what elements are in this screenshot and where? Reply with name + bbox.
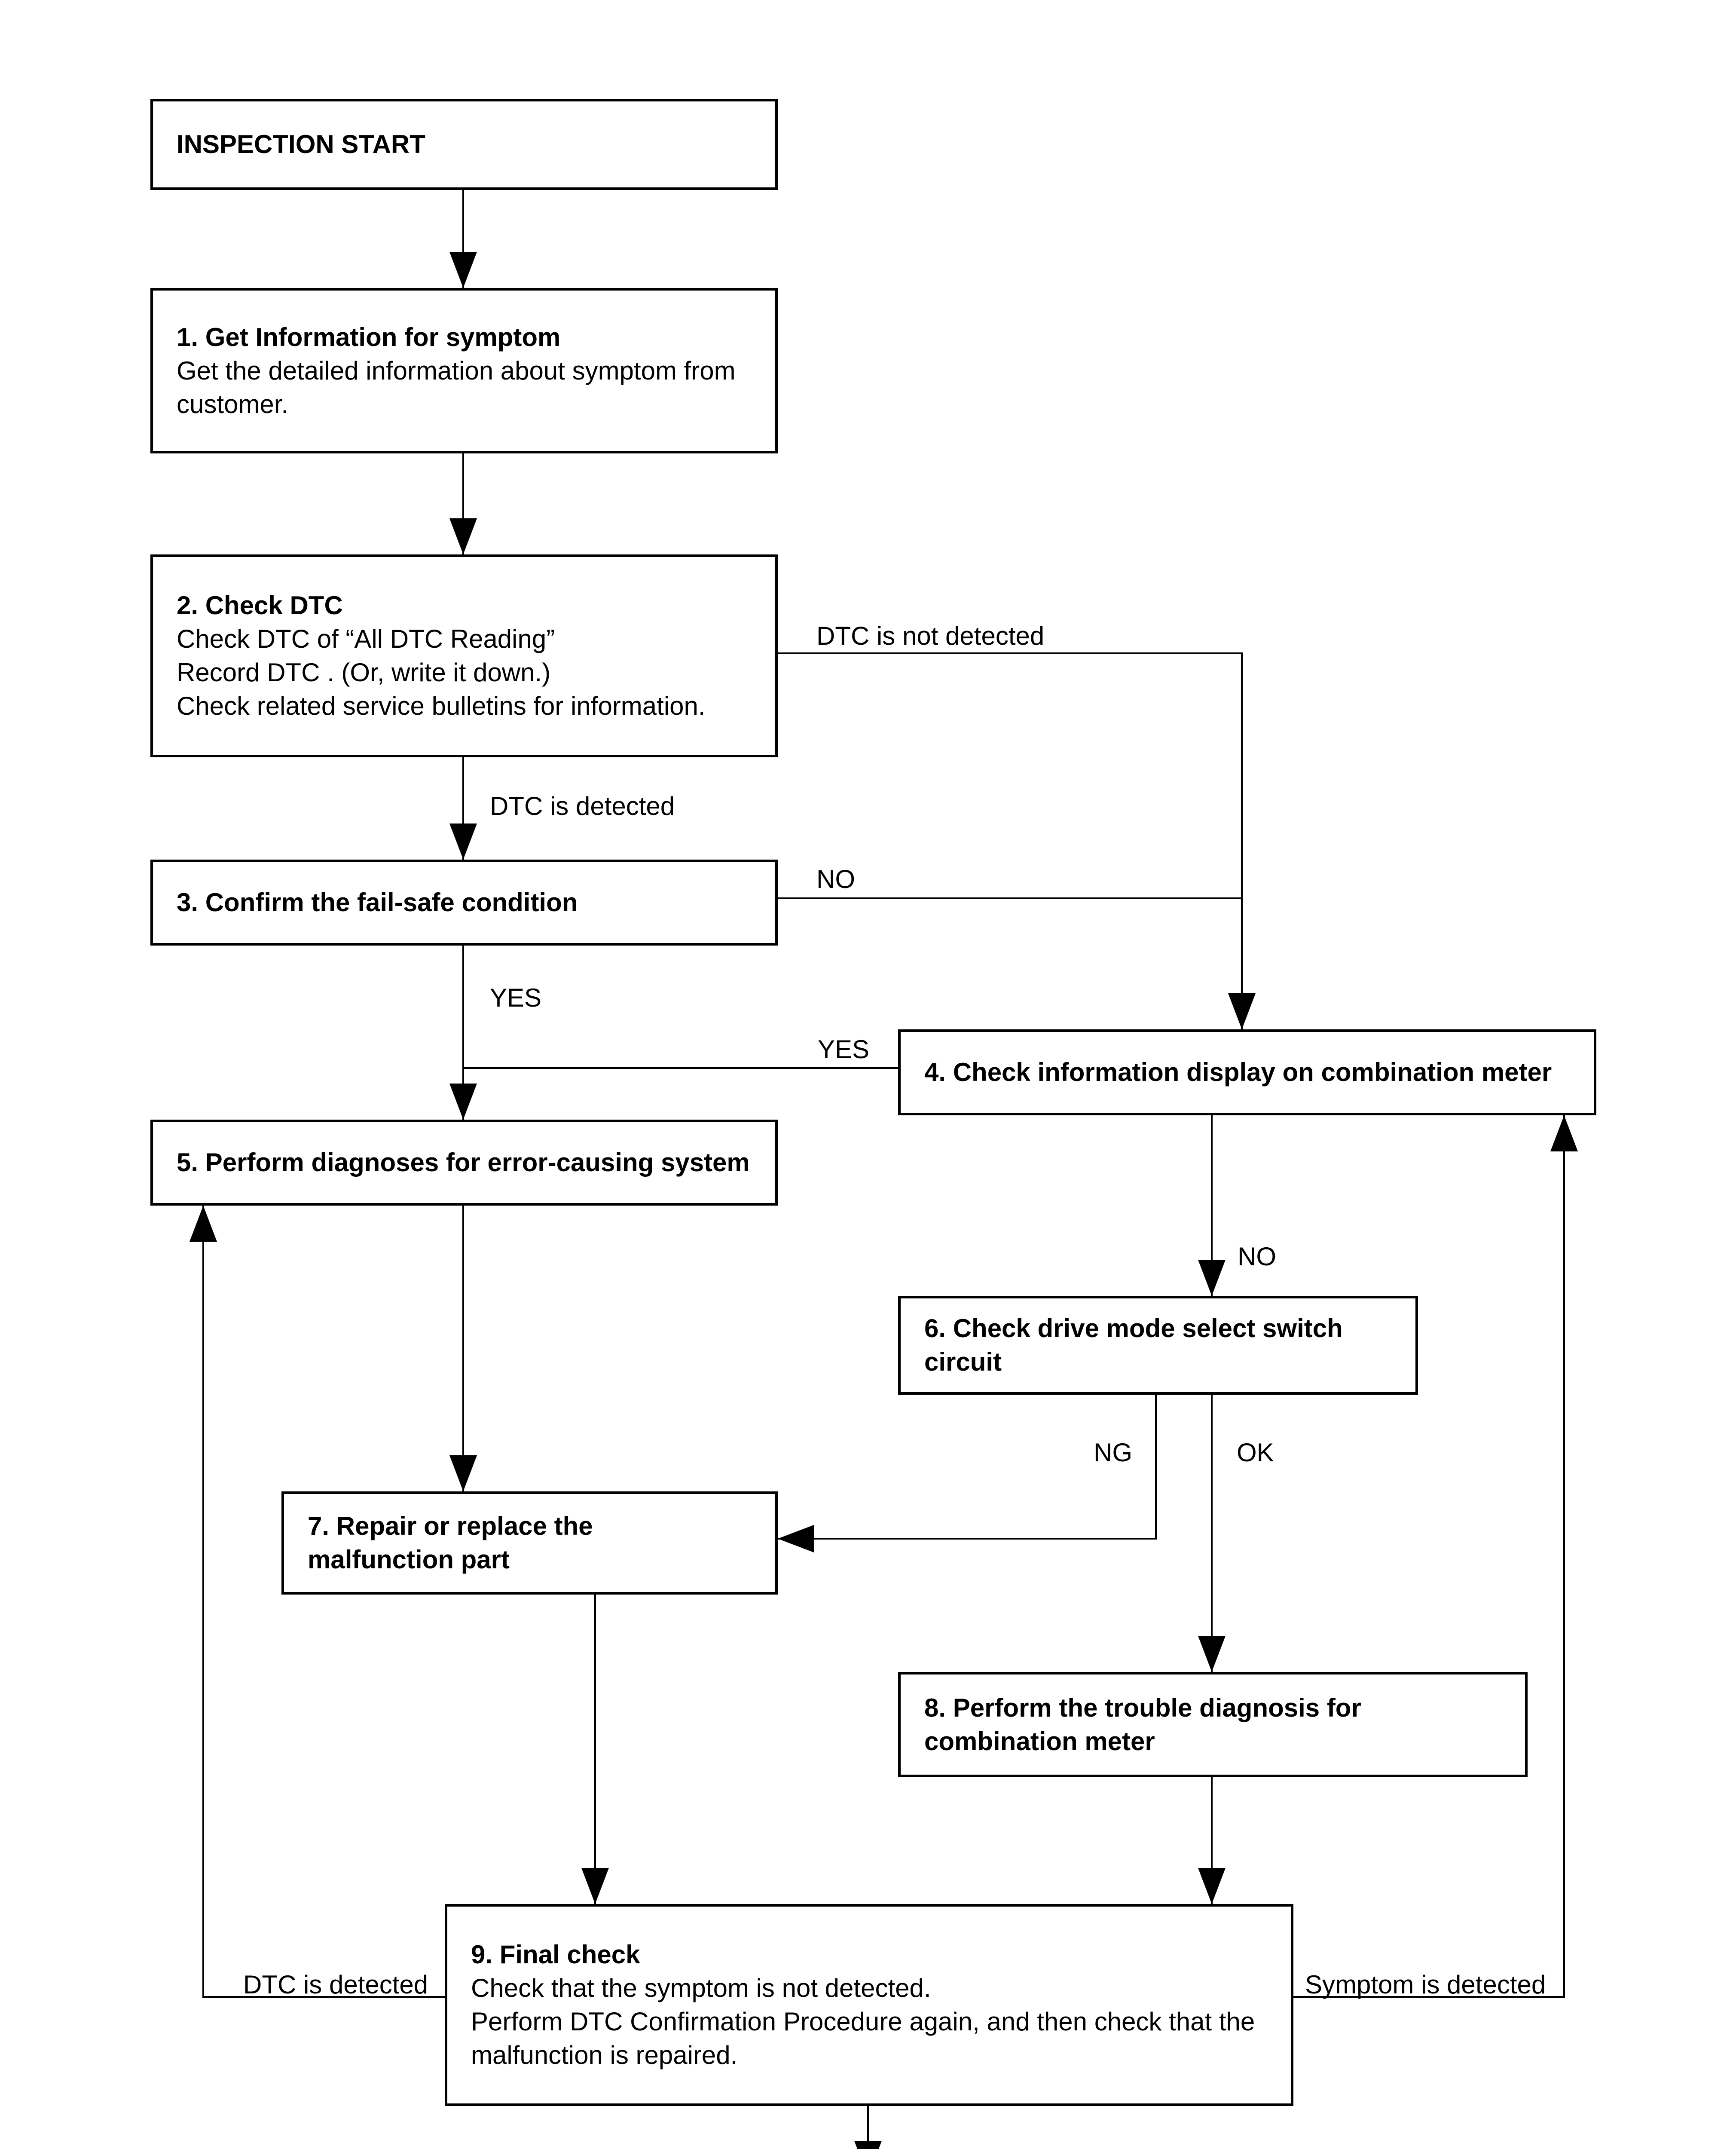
node-step6-title-line2: circuit <box>924 1347 1002 1376</box>
connector-symptom-detected-return-h <box>1293 1996 1565 1998</box>
node-step7: 7. Repair or replace the malfunction par… <box>281 1491 778 1595</box>
edge-label-dtc-not-detected: DTC is not detected <box>816 621 1045 650</box>
node-step1-body-line2: customer. <box>177 389 289 419</box>
connector-step7-to-step9 <box>594 1595 596 1905</box>
node-step9-title: 9. Final check <box>471 1940 640 1969</box>
connector-step3-to-step5 <box>462 946 464 1120</box>
node-step8-title-line1: 8. Perform the trouble diagnosis for <box>924 1693 1361 1722</box>
connector-step9-to-end <box>867 2106 869 2149</box>
node-inspection-start-label: INSPECTION START <box>177 130 425 159</box>
node-step4-title: 4. Check information display on combinat… <box>924 1058 1552 1087</box>
node-step1: 1. Get Information for symptom Get the d… <box>150 288 778 453</box>
node-step9: 9. Final check Check that the symptom is… <box>445 1904 1293 2106</box>
arrow-down-into-step6-icon <box>1198 1260 1226 1296</box>
edge-label-ng: NG <box>1094 1438 1132 1467</box>
node-step8-title-line2: combination meter <box>924 1727 1155 1756</box>
connector-start-to-step1 <box>462 190 464 289</box>
edge-label-yes-failsafe: YES <box>490 983 542 1012</box>
arrow-down-into-step4-icon <box>1228 993 1256 1029</box>
node-step4: 4. Check information display on combinat… <box>898 1029 1596 1115</box>
node-step9-body-line2: Perform DTC Confirmation Procedure again… <box>471 2007 1255 2036</box>
node-step5-title: 5. Perform diagnoses for error-causing s… <box>177 1148 750 1177</box>
connector-symptom-detected-return-v <box>1563 1115 1565 1998</box>
node-step1-body-line1: Get the detailed information about sympt… <box>177 356 736 385</box>
connector-step6-ng-v <box>1155 1395 1157 1540</box>
connector-step6-ok-to-step8 <box>1211 1395 1213 1673</box>
node-step7-title-line2: malfunction part <box>308 1545 510 1574</box>
arrow-up-into-step5-icon <box>189 1206 217 1242</box>
arrow-down-into-step8-icon <box>1198 1636 1226 1672</box>
node-inspection-start: INSPECTION START <box>150 99 778 190</box>
connector-dtc-detected-return-h <box>202 1996 445 1998</box>
arrow-left-into-step7-icon <box>778 1525 814 1552</box>
node-step8: 8. Perform the trouble diagnosis for com… <box>898 1672 1528 1777</box>
node-step6: 6. Check drive mode select switch circui… <box>898 1296 1418 1395</box>
connector-step5-to-step7 <box>462 1206 464 1492</box>
node-step3: 3. Confirm the fail-safe condition <box>150 860 778 946</box>
arrow-down-into-step2-icon <box>449 518 477 554</box>
node-step2-body-line1: Check DTC of “All DTC Reading” <box>177 624 555 653</box>
edge-label-symptom-detected: Symptom is detected <box>1305 1970 1546 1999</box>
node-step3-title: 3. Confirm the fail-safe condition <box>177 888 578 917</box>
connector-step2-to-step3 <box>462 757 464 860</box>
connector-dtc-detected-return-v <box>202 1206 204 1998</box>
arrow-down-into-step9-left-icon <box>581 1868 609 1904</box>
connector-dtc-not-detected-to-step4 <box>1241 652 1243 1030</box>
connector-step8-to-step9 <box>1211 1777 1213 1905</box>
node-step2-title: 2. Check DTC <box>177 591 343 620</box>
connector-step3-no-h <box>778 897 1242 899</box>
node-step2-body-line3: Check related service bulletins for info… <box>177 692 706 720</box>
node-step1-title: 1. Get Information for symptom <box>177 322 561 352</box>
connector-step4-yes-h <box>462 1067 898 1069</box>
arrow-down-into-step9-right-icon <box>1198 1868 1226 1904</box>
edge-label-ok: OK <box>1237 1438 1274 1467</box>
arrow-down-into-step1-icon <box>449 252 477 288</box>
edge-label-no-display: NO <box>1238 1242 1276 1271</box>
arrow-down-into-step3-icon <box>449 823 477 860</box>
connector-step1-to-step2 <box>462 453 464 555</box>
arrow-up-into-step4-icon <box>1550 1115 1578 1151</box>
arrow-down-into-step7-icon <box>449 1455 477 1491</box>
arrow-down-into-end-icon <box>854 2141 882 2149</box>
connector-step6-ng-to-step7 <box>778 1538 1156 1540</box>
node-step2: 2. Check DTC Check DTC of “All DTC Readi… <box>150 554 778 757</box>
node-step5: 5. Perform diagnoses for error-causing s… <box>150 1120 778 1206</box>
arrow-down-into-step5-icon <box>449 1084 477 1120</box>
node-step9-body-line1: Check that the symptom is not detected. <box>471 1974 931 2002</box>
node-step2-body-line2: Record DTC . (Or, write it down.) <box>177 658 551 687</box>
connector-step4-to-step6 <box>1211 1115 1213 1297</box>
edge-label-dtc-detected: DTC is detected <box>490 792 675 820</box>
connector-step2-dtc-not-detected-h <box>778 652 1243 654</box>
node-step7-title-line1: 7. Repair or replace the <box>308 1512 593 1540</box>
edge-label-yes-display: YES <box>818 1035 870 1064</box>
edge-label-dtc-detected-return: DTC is detected <box>243 1970 428 1999</box>
node-step6-title-line1: 6. Check drive mode select switch <box>924 1314 1343 1343</box>
node-step9-body-line3: malfunction is repaired. <box>471 2041 738 2069</box>
edge-label-no-failsafe: NO <box>816 865 855 894</box>
